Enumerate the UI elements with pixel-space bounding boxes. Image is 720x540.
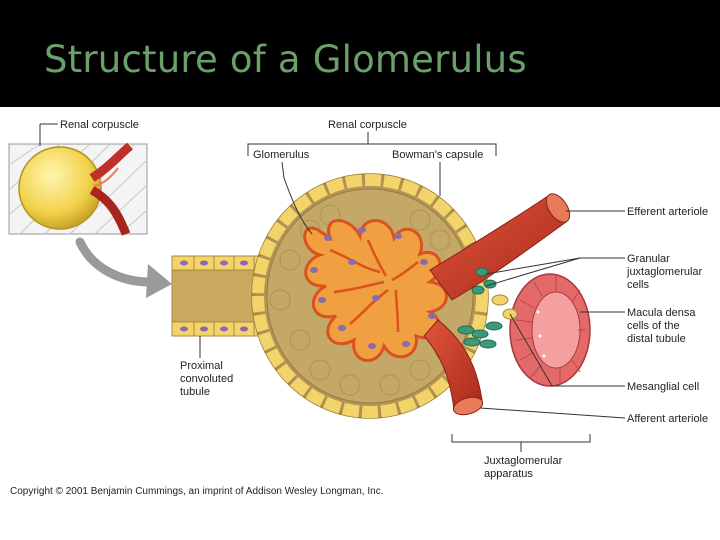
pointer-arrow-head: [146, 264, 172, 298]
label-renal-corpuscle-inset: Renal corpuscle: [60, 119, 139, 131]
label-afferent-arteriole: Afferent arteriole: [627, 413, 708, 425]
label-macula-3: distal tubule: [627, 333, 686, 345]
label-bowmans-capsule: Bowman's capsule: [392, 149, 483, 161]
label-glomerulus: Glomerulus: [253, 149, 310, 161]
label-granular-3: cells: [627, 279, 650, 291]
footer-strip: [0, 503, 720, 540]
glomerulus-capillaries: [303, 219, 448, 362]
distal-tubule: [509, 273, 591, 387]
label-proximal-3: tubule: [180, 386, 210, 398]
label-macula-2: cells of the: [627, 320, 680, 332]
proximal-tubule: [171, 255, 273, 337]
main-corpuscle: [171, 173, 591, 419]
afferent-arteriole: [423, 319, 484, 416]
label-jga-1: Juxtaglomerular: [484, 455, 563, 467]
label-proximal-2: convoluted: [180, 373, 233, 385]
label-granular-1: Granular: [627, 253, 670, 265]
label-efferent-arteriole: Efferent arteriole: [627, 206, 708, 218]
leader-lines: [199, 132, 626, 452]
slide-header: Structure of a Glomerulus: [0, 0, 720, 107]
inset-sphere: [18, 146, 102, 230]
label-granular-2: juxtaglomerular: [626, 266, 703, 278]
label-renal-corpuscle: Renal corpuscle: [328, 119, 407, 131]
inset-renal-corpuscle: [8, 142, 148, 236]
copyright-text: Copyright © 2001 Benjamin Cummings, an i…: [10, 486, 383, 497]
label-jga-2: apparatus: [484, 468, 533, 480]
pointer-arrow: [75, 237, 155, 287]
label-mesanglial-cell: Mesanglial cell: [627, 381, 699, 393]
label-proximal-1: Proximal: [180, 360, 223, 372]
slide-title: Structure of a Glomerulus: [44, 38, 527, 81]
granular-juxtaglomerular-cells: [457, 267, 503, 349]
glomerulus-diagram: Renal corpuscle Renal corpuscle Glomerul…: [0, 107, 720, 503]
efferent-arteriole: [429, 193, 571, 301]
capsule-wall-cells: [252, 174, 488, 418]
diagram-svg: Renal corpuscle Renal corpuscle Glomerul…: [8, 119, 708, 497]
label-macula-1: Macula densa: [627, 307, 696, 319]
